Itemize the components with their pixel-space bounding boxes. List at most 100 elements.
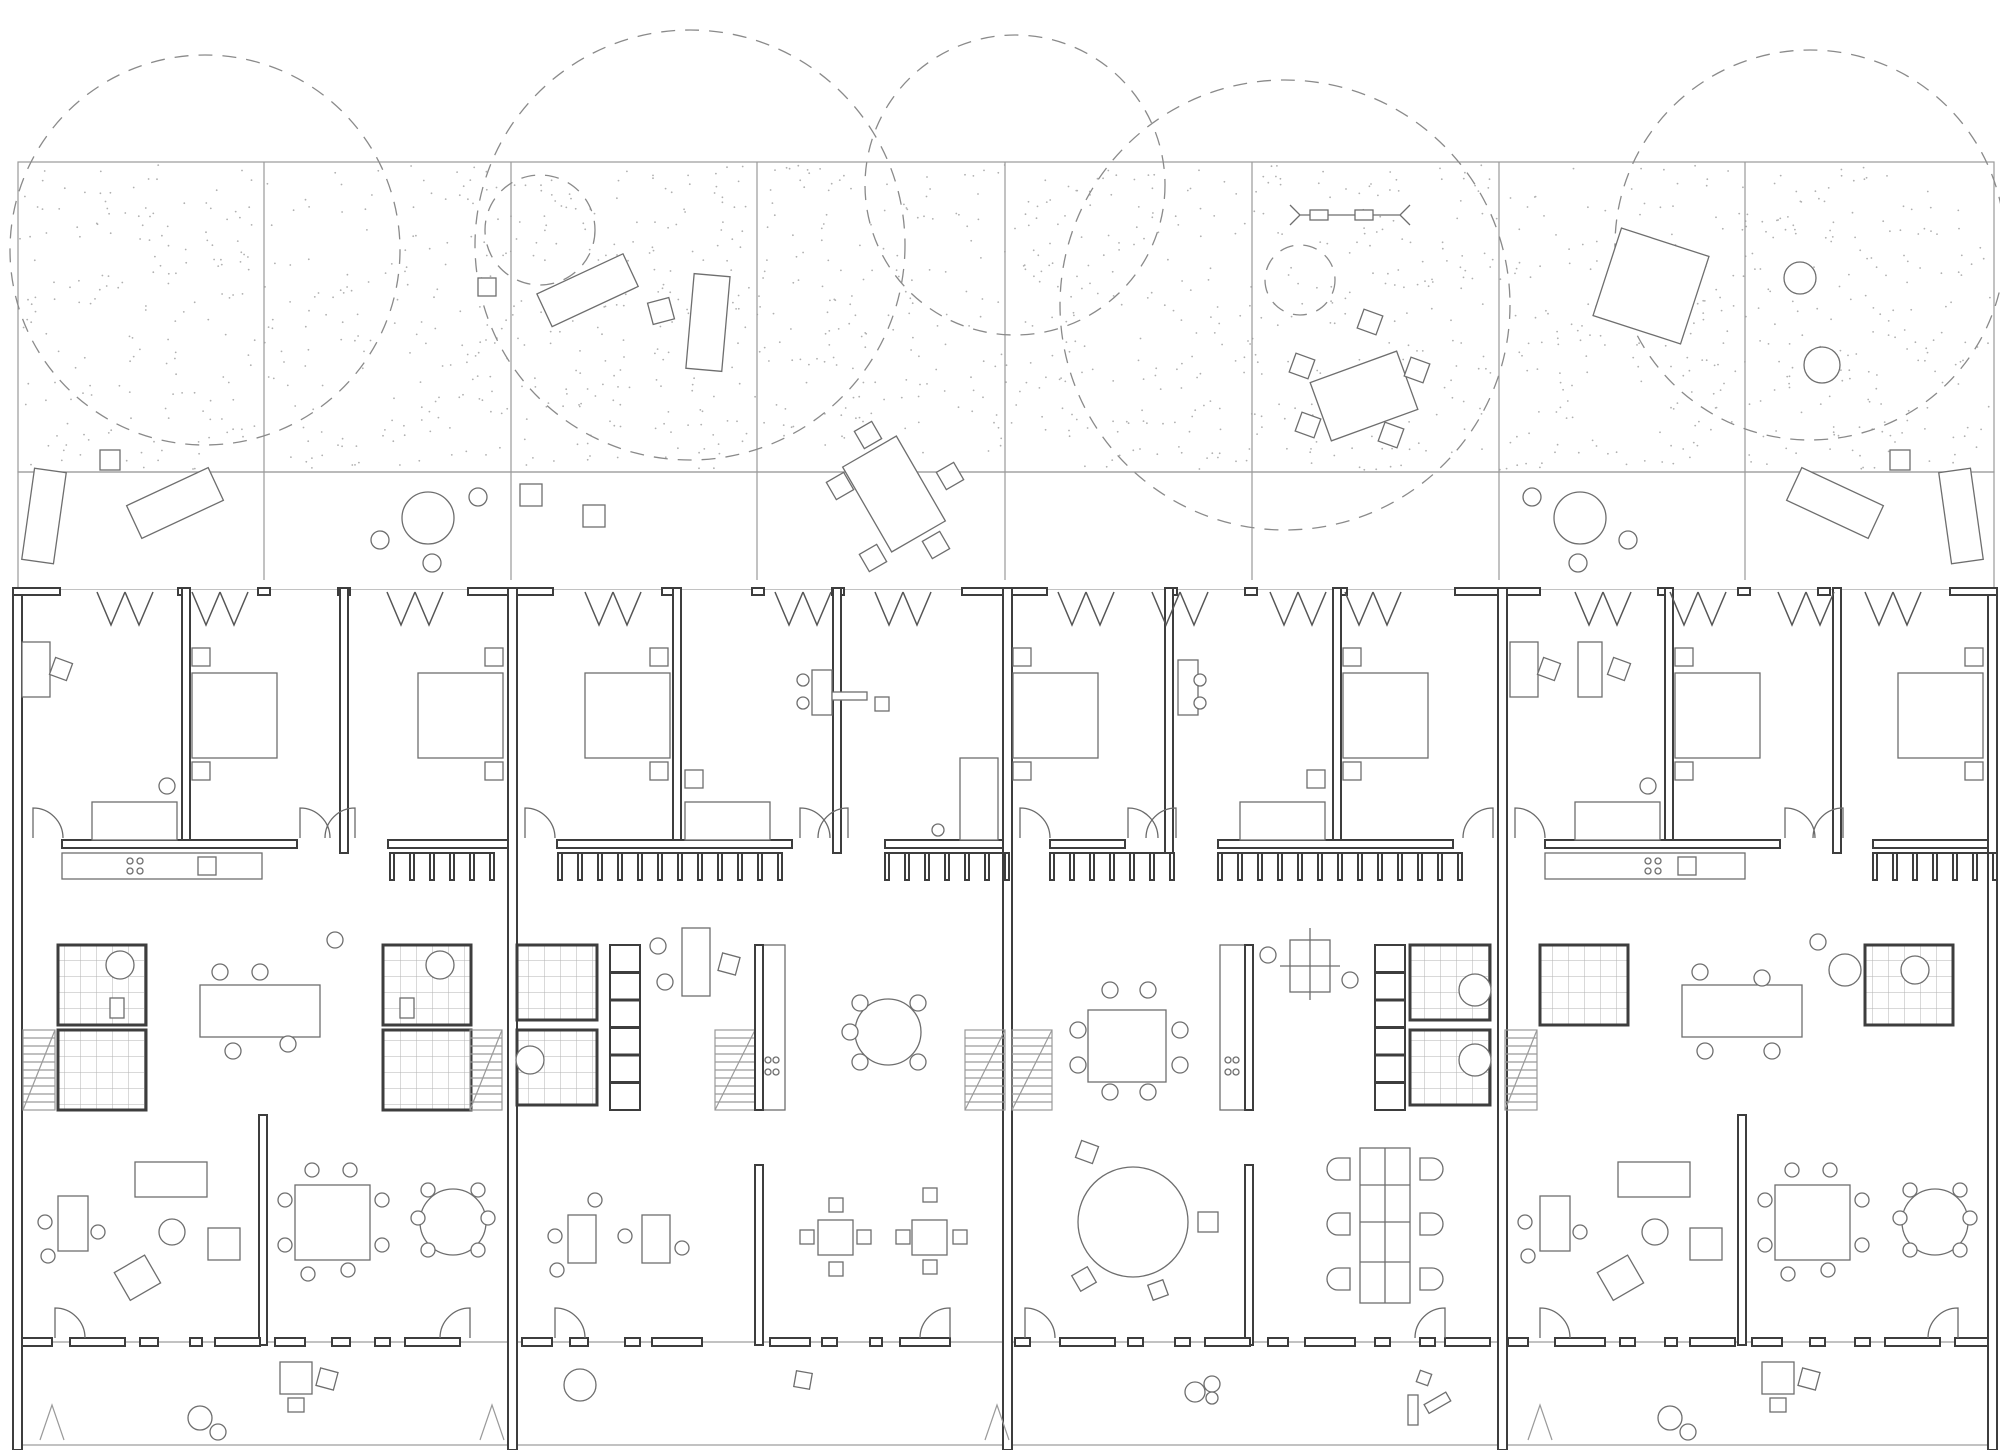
stipple-dot xyxy=(1957,209,1960,212)
stipple-dot xyxy=(1389,189,1391,191)
tree-canopies xyxy=(9,29,2000,531)
stipple-dot xyxy=(1759,340,1761,342)
stipple-dot xyxy=(1421,350,1424,352)
stipple-dot xyxy=(1096,292,1099,295)
stipple-dot xyxy=(247,256,249,258)
stipple-dot xyxy=(601,333,603,336)
stipple-dot xyxy=(822,223,825,225)
stipple-dot xyxy=(1135,226,1138,229)
stipple-dot xyxy=(1210,316,1212,318)
stipple-dot xyxy=(1480,413,1483,415)
stipple-dot xyxy=(1759,400,1762,402)
stipple-dot xyxy=(715,172,717,175)
stipple-dot xyxy=(832,356,835,359)
stipple-dot xyxy=(524,184,527,187)
stipple-dot xyxy=(562,405,564,408)
sink xyxy=(515,1045,545,1075)
stipple-dot xyxy=(124,212,127,214)
door-swing xyxy=(299,807,331,839)
stipple-dot xyxy=(1936,233,1938,236)
stipple-dot xyxy=(1309,451,1312,454)
stipple-dot xyxy=(1379,215,1382,218)
stipple-dot xyxy=(1301,302,1304,305)
stipple-dot xyxy=(748,286,750,289)
toilet xyxy=(399,997,415,1019)
stipple-dot xyxy=(1899,229,1902,232)
stipple-dot xyxy=(1048,264,1051,267)
stipple-dot xyxy=(721,201,724,204)
stipple-dot xyxy=(47,444,50,447)
stipple-dot xyxy=(654,427,657,430)
wardrobe-divider xyxy=(637,852,643,881)
stipple-dot xyxy=(1672,205,1674,208)
stipple-dot xyxy=(622,304,625,307)
stipple-dot xyxy=(1151,216,1154,219)
stipple-dot xyxy=(205,202,208,204)
stipple-dot xyxy=(1516,464,1519,467)
stipple-dot xyxy=(1058,378,1061,381)
stipple-dot xyxy=(1107,234,1110,237)
stipple-dot xyxy=(466,353,469,356)
stipple-dot xyxy=(1368,185,1371,188)
stipple-dot xyxy=(1863,178,1866,181)
stipple-dot xyxy=(382,434,384,437)
bathroom xyxy=(1538,943,1630,1027)
garden-stool xyxy=(477,277,497,297)
stipple-dot xyxy=(1471,277,1474,280)
stipple-dot xyxy=(1459,200,1462,202)
stipple-dot xyxy=(1801,334,1804,337)
stipple-dot xyxy=(1195,332,1198,334)
stipple-dot xyxy=(1218,407,1221,410)
stipple-dot xyxy=(977,218,980,221)
stipple-dot xyxy=(1906,348,1908,350)
wall-segment xyxy=(1689,1337,1736,1347)
stipple-dot xyxy=(1555,411,1558,413)
stipple-dot xyxy=(1829,229,1831,232)
stipple-dot xyxy=(1460,287,1463,290)
stipple-dot xyxy=(1477,190,1480,193)
stipple-dot xyxy=(841,435,843,438)
wardrobe-divider xyxy=(1912,852,1918,881)
stipple-dot xyxy=(172,393,175,395)
stipple-dot xyxy=(1715,216,1717,219)
garden-outline xyxy=(17,161,1995,473)
stipple-dot xyxy=(366,229,368,231)
stipple-dot xyxy=(140,451,143,454)
stipple-dot xyxy=(1539,265,1541,268)
dining-table xyxy=(1087,1009,1167,1083)
stipple-dot xyxy=(1906,281,1908,284)
window-casement xyxy=(1057,591,1115,627)
bistro-table xyxy=(1553,491,1607,545)
wardrobe-divider xyxy=(1952,852,1958,881)
stipple-dot xyxy=(1926,351,1929,354)
stipple-dot xyxy=(1959,360,1962,363)
stipple-dot xyxy=(1112,295,1115,297)
sofa-bed xyxy=(91,801,178,841)
stipple-dot xyxy=(828,344,831,346)
stipple-dot xyxy=(363,350,365,353)
wardrobe-divider xyxy=(1049,852,1055,881)
stipple-dot xyxy=(1176,368,1178,371)
stipple-dot xyxy=(1156,453,1159,456)
stipple-dot xyxy=(1779,217,1782,220)
stipple-dot xyxy=(657,291,660,293)
stipple-dot xyxy=(1566,400,1569,402)
stipple-dot xyxy=(1640,380,1643,383)
stipple-dot xyxy=(286,384,289,387)
stipple-dot xyxy=(852,396,855,399)
stipple-dot xyxy=(691,250,694,253)
stipple-dot xyxy=(232,428,235,431)
stipple-dot xyxy=(1819,403,1822,405)
stipple-dot xyxy=(1111,459,1114,461)
stipple-dot xyxy=(1384,282,1387,285)
stipple-dot xyxy=(1686,356,1689,359)
stipple-dot xyxy=(1676,402,1679,404)
stipple-dot xyxy=(1604,209,1607,212)
stipple-dot xyxy=(1256,433,1258,435)
stipple-dot xyxy=(1036,205,1039,208)
wardrobe-divider xyxy=(1872,852,1878,881)
stipple-dot xyxy=(612,399,615,402)
stipple-dot xyxy=(848,322,851,325)
stipple-dot xyxy=(1174,215,1177,218)
stipple-dot xyxy=(399,464,401,466)
